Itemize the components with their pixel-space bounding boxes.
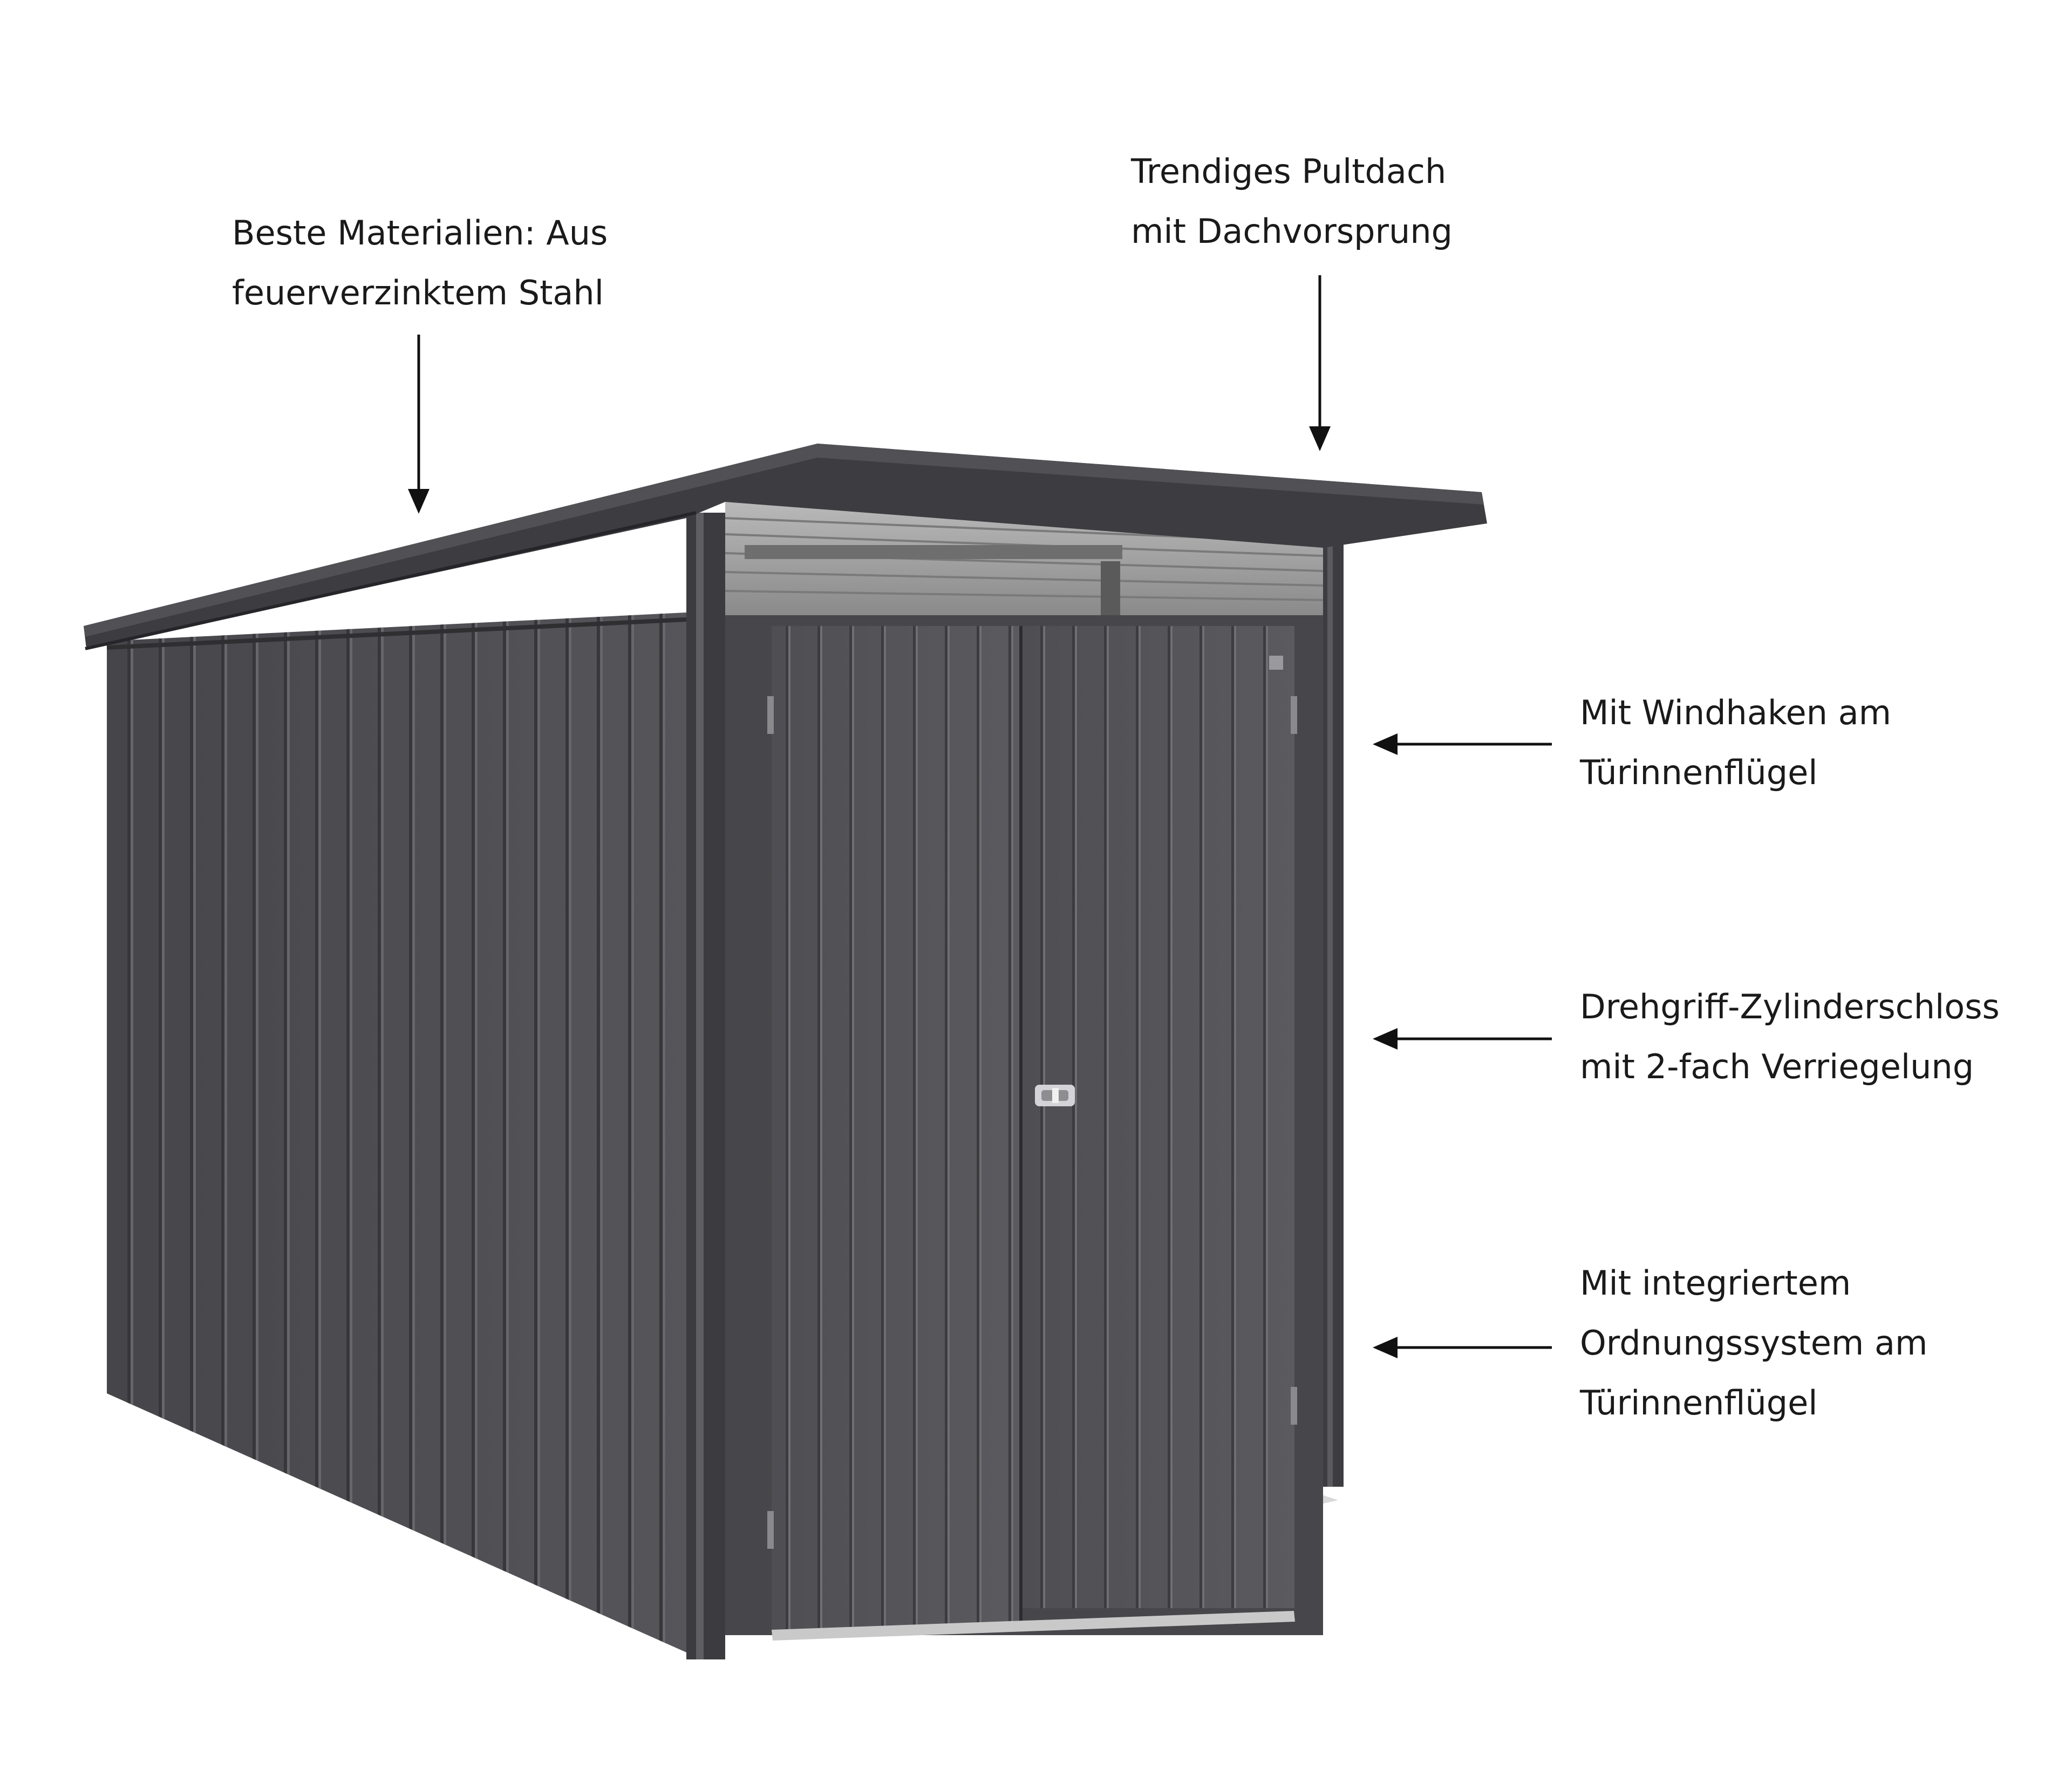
threshold [772,1611,1295,1641]
roof-panel [84,444,1487,649]
callout-roof: Trendiges Pultdach mit Dachvorsprung [1131,141,1453,261]
arrow-material [408,335,430,514]
callout-roof-line-2: mit Dachvorsprung [1131,212,1453,251]
hinge-bottom-right [1291,1387,1297,1425]
callout-material-line-1: Beste Materialien: Aus [232,213,608,253]
door-handle-lock [1035,1085,1075,1106]
arrow-lock [1373,1028,1552,1050]
callout-storage-line-2: Ordnungssystem am [1580,1323,1928,1363]
callout-storage: Mit integriertem Ordnungssystem am Türin… [1580,1253,1927,1433]
callout-material-line-2: feuerverzinktem Stahl [232,273,604,312]
callout-wind-hook-line-1: Mit Windhaken am [1580,693,1892,732]
callout-material: Beste Materialien: Aus feuerverzinktem S… [232,203,608,323]
garden-shed [84,444,1487,1659]
arrow-roof [1309,275,1331,451]
brand-badge [1269,656,1283,670]
hinge-top-left [767,696,774,734]
arrow-storage [1373,1337,1552,1358]
callout-wind-hook-line-2: Türinnenflügel [1580,753,1818,792]
callout-wind-hook: Mit Windhaken am Türinnenflügel [1580,683,1891,802]
callout-lock-line-2: mit 2-fach Verriegelung [1580,1047,1974,1086]
hinge-top-right [1291,696,1297,734]
hinge-bottom-left [767,1511,774,1549]
callout-lock-line-1: Drehgriff-Zylinderschloss [1580,987,2000,1026]
right-post [1323,526,1344,1487]
callout-roof-line-1: Trendiges Pultdach [1131,152,1447,191]
corner-post [686,513,725,1659]
arrow-wind-hook [1373,733,1552,755]
callout-storage-line-3: Türinnenflügel [1580,1383,1818,1423]
callout-lock: Drehgriff-Zylinderschloss mit 2-fach Ver… [1580,977,2000,1097]
callout-storage-line-1: Mit integriertem [1580,1263,1851,1303]
